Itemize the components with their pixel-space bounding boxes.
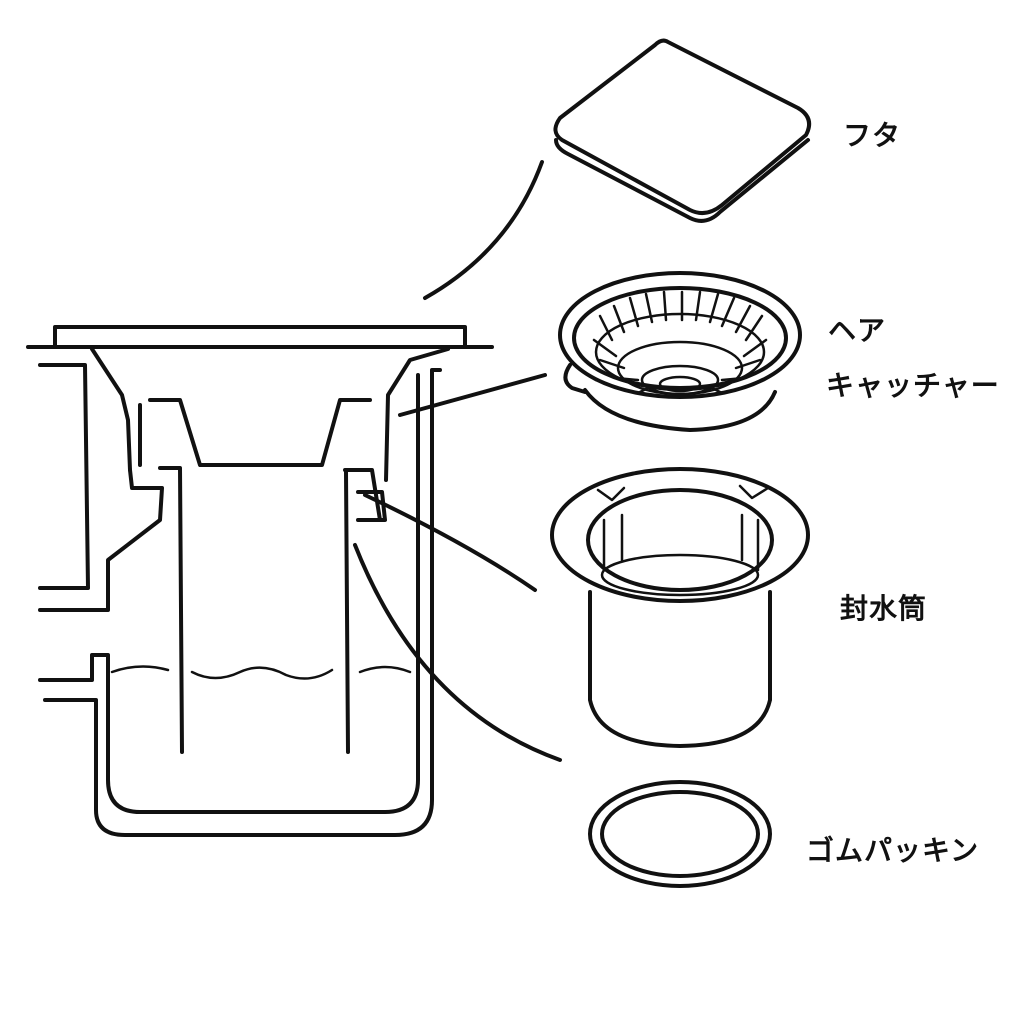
water-level xyxy=(110,665,412,680)
leader-lid xyxy=(423,160,544,300)
trap-cylinder-part xyxy=(550,467,810,748)
section-hair-catcher xyxy=(138,398,372,467)
rubber-gasket-part xyxy=(588,780,772,888)
top-flange xyxy=(26,325,494,482)
hair-catcher-mesh xyxy=(592,290,768,394)
leader-lines xyxy=(353,160,562,762)
body-left-wall xyxy=(38,363,442,837)
lid-part xyxy=(553,38,812,223)
label-trap-cylinder: 封水筒 xyxy=(840,592,927,625)
label-hair-catcher-line1: ヘア xyxy=(828,314,886,347)
section-trap-cylinder xyxy=(158,466,387,754)
leader-gasket xyxy=(353,543,562,762)
drain-cross-section xyxy=(26,325,494,837)
leader-hair-catcher xyxy=(398,373,547,417)
leader-trap-cylinder xyxy=(363,493,537,592)
label-hair-catcher-line2: キャッチャー xyxy=(826,369,1000,402)
label-lid: フタ xyxy=(843,119,901,152)
hair-catcher-part xyxy=(558,271,802,432)
label-rubber-gasket: ゴムパッキン xyxy=(806,834,979,867)
part-labels: フタ ヘア キャッチャー 封水筒 ゴムパッキン xyxy=(806,119,1000,867)
